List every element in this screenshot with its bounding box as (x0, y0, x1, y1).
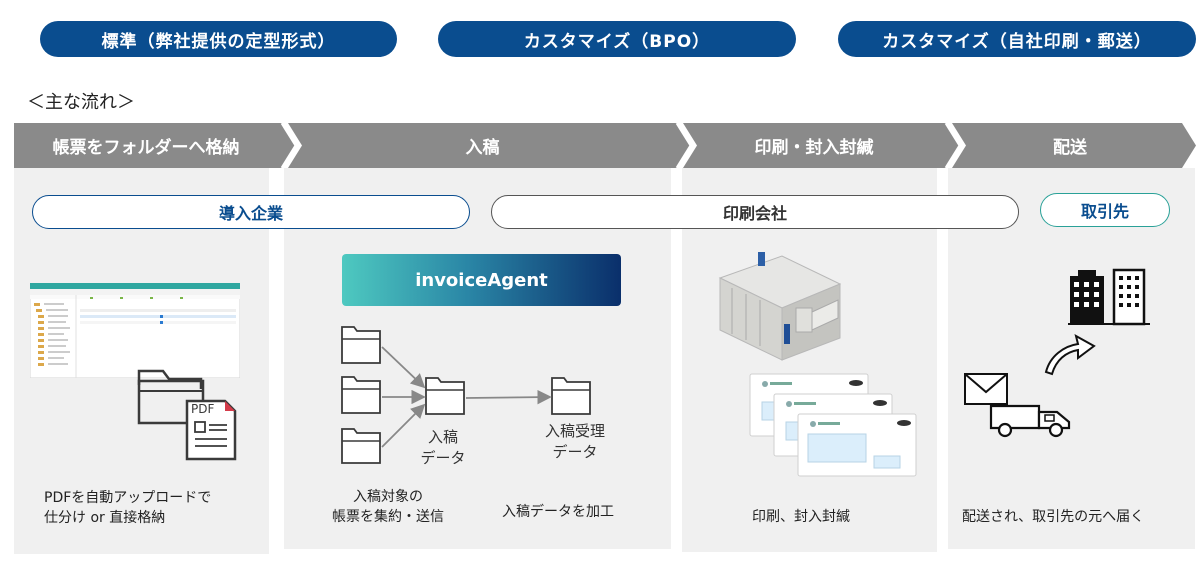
stage-label-print: 印刷・封入封緘 (754, 138, 874, 158)
folder-pdf-icon (137, 369, 237, 461)
pill-custom-bpo: カスタマイズ（BPO） (438, 21, 796, 57)
caption-step2b: 入稿データを加工 (502, 504, 614, 520)
caption-step3: 印刷、封入封緘 (752, 509, 850, 525)
flow-title: ＜主な流れ＞ (27, 92, 135, 113)
caption-step2a: 入稿対象の 帳票を集約・送信 (332, 489, 444, 525)
panel-delivery (948, 168, 1195, 549)
app-screenshot-thumbnail (30, 283, 240, 378)
stage-chevron-4 (952, 123, 1196, 168)
panel-print (682, 168, 937, 552)
stage-chevron-2 (288, 123, 691, 168)
caption-step4: 配送され、取引先の元へ届く (962, 509, 1145, 525)
stage-label-store: 帳票をフォルダーへ格納 (52, 138, 240, 158)
pill-standard: 標準（弊社提供の定型形式） (40, 21, 397, 57)
label-received-data: 入稿受理 データ (544, 422, 605, 461)
stage-chevron-bar (14, 123, 1196, 168)
stage-chevron-1 (14, 123, 296, 168)
label-submission-data: 入稿 データ (420, 428, 466, 467)
stage-label-delivery: 配送 (1053, 138, 1087, 158)
submission-flow-diagram (341, 326, 591, 464)
mail-truck-icon (964, 373, 1071, 438)
caption-step1: PDFを自動アップロードで 仕分け or 直接格納 (44, 490, 212, 526)
invoice-agent-banner: invoiceAgent (342, 254, 621, 306)
printer-machine-icon (718, 252, 842, 361)
actor-recipient: 取引先 (1040, 193, 1170, 227)
stage-label-submit: 入稿 (465, 138, 500, 158)
envelopes-stack-icon (749, 373, 917, 477)
pill-custom-self: カスタマイズ（自社印刷・郵送） (838, 21, 1196, 57)
actor-printer: 印刷会社 (491, 195, 1019, 229)
pdf-tag: PDF (191, 402, 215, 416)
buildings-icon (1068, 268, 1150, 326)
stage-chevron-3 (683, 123, 960, 168)
actor-company: 導入企業 (32, 195, 470, 229)
curved-arrow-icon (1044, 334, 1096, 376)
